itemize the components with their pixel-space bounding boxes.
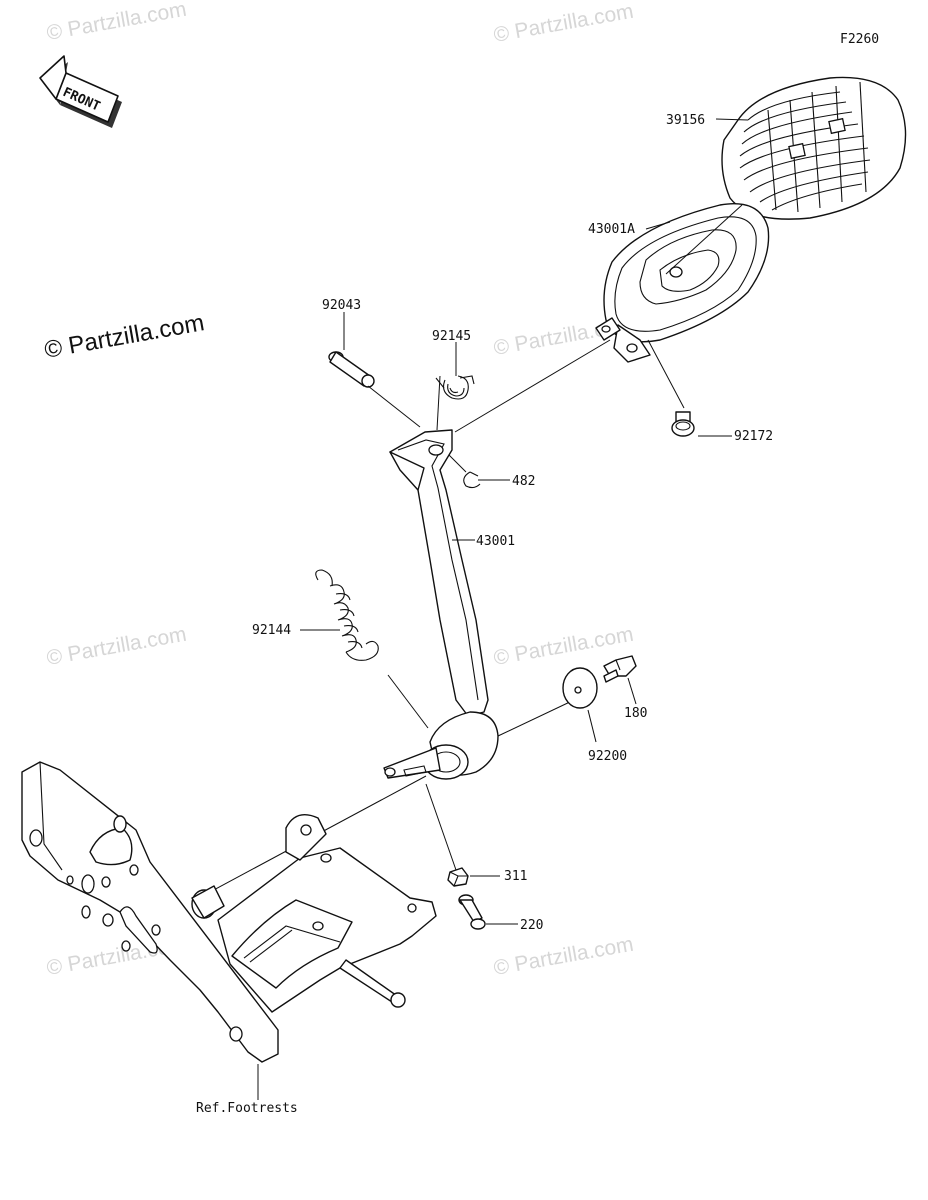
- label-92172: 92172: [734, 429, 773, 444]
- spring-92144: [315, 569, 379, 661]
- label-92145: 92145: [432, 329, 471, 344]
- pedal-mount-bracket: [217, 814, 437, 1013]
- pedal-base-43001A: [595, 203, 770, 363]
- label-92200: 92200: [588, 749, 627, 764]
- label-92043: 92043: [322, 298, 361, 313]
- watermark-faint: © Partzilla.com: [492, 0, 635, 47]
- nut-311: [447, 867, 469, 887]
- front-direction-arrow-icon: FRONT: [39, 55, 122, 128]
- label-39156: 39156: [666, 113, 705, 128]
- bolt-92172: [671, 411, 695, 437]
- label-180: 180: [624, 706, 647, 721]
- label-43001: 43001: [476, 534, 515, 549]
- washer-92200: [562, 667, 598, 709]
- figure-code: F2260: [840, 32, 879, 47]
- label-92144: 92144: [252, 623, 291, 638]
- footrest-bracket-ref: [21, 761, 279, 1063]
- label-220: 220: [520, 918, 543, 933]
- watermark-faint: © Partzilla.com: [45, 623, 188, 670]
- label-311: 311: [504, 869, 527, 884]
- label-482: 482: [512, 474, 535, 489]
- bolt-220: [458, 894, 486, 930]
- clip-482: [463, 471, 481, 489]
- pedal-pad-39156: [721, 76, 907, 220]
- bolt-180: [603, 655, 637, 683]
- watermark-faint: © Partzilla.com: [45, 0, 188, 45]
- spring-92145: [435, 375, 475, 400]
- watermark-faint: © Partzilla.com: [492, 933, 635, 980]
- label-43001A: 43001A: [588, 222, 635, 237]
- pin-92043: [328, 351, 375, 388]
- label-ref-footrests: Ref.Footrests: [196, 1101, 298, 1116]
- pedal-arm-43001: [383, 429, 499, 780]
- partzilla-watermark: © Partzilla.com: [42, 309, 206, 364]
